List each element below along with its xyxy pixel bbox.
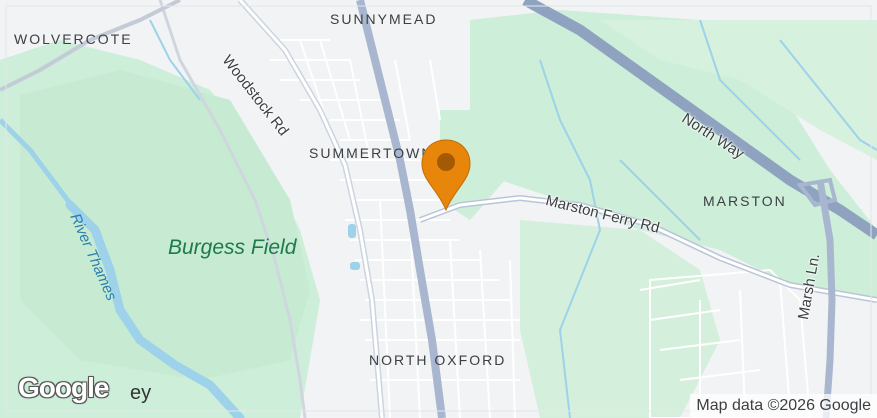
- marker-shape: [421, 139, 471, 212]
- google-logo: Google: [18, 372, 109, 403]
- stream-east-4: [619, 159, 701, 241]
- railway-line: [158, 0, 307, 418]
- banbury-road: [356, 0, 446, 418]
- pond: [348, 224, 356, 238]
- location-pin-icon[interactable]: [418, 138, 474, 212]
- marsh-lane-loop: [796, 177, 838, 208]
- stream-east-1: [539, 59, 602, 418]
- river-thames: [65, 200, 245, 418]
- stream-east-2: [699, 19, 801, 161]
- place-label-summertown: SUMMERTOWN: [309, 145, 434, 161]
- north-way-road: [522, 0, 877, 240]
- park-area-burgess: [20, 70, 310, 380]
- place-label-sunnymead: SUNNYMEAD: [330, 11, 438, 27]
- marsh-lane: [816, 179, 836, 418]
- place-label-marston: MARSTON: [703, 193, 787, 209]
- pond-2: [350, 262, 360, 270]
- map-attribution[interactable]: Map data ©2026 Google: [690, 394, 877, 418]
- place-label-wolvercote: WOLVERCOTE: [14, 31, 133, 47]
- railway-line-north: [0, 0, 181, 92]
- stream-east-3: [779, 39, 877, 151]
- logo-overflow-text: ey: [130, 382, 152, 404]
- park-area-southeast: [520, 220, 720, 418]
- stream-west: [149, 19, 201, 101]
- river-thames-north: [0, 118, 77, 212]
- park-area-north-east: [600, 20, 877, 160]
- park-label-burgess-field: Burgess Field: [168, 236, 297, 259]
- place-label-north-oxford: NORTH OXFORD: [369, 352, 507, 368]
- park-area-east: [470, 10, 877, 300]
- street-grid: [270, 39, 791, 418]
